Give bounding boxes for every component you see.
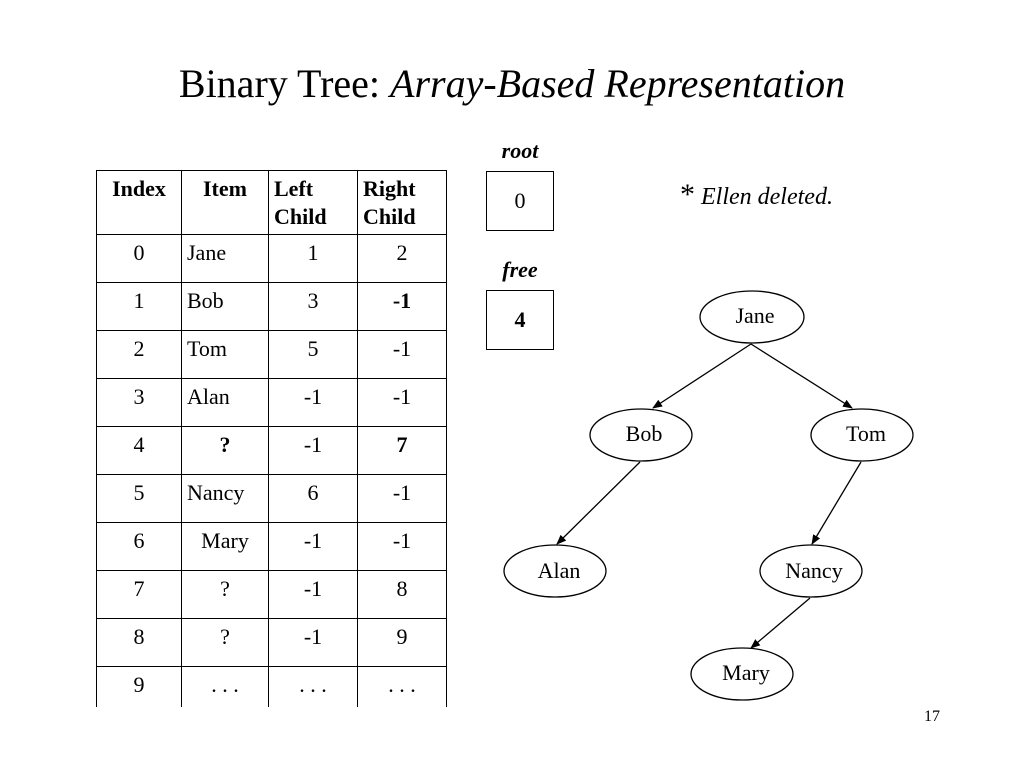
table-row: 5 Nancy 6 -1: [96, 474, 447, 523]
cell-right-child: 9: [357, 618, 447, 667]
cell-left-child: -1: [268, 618, 358, 667]
node-label-bob: Bob: [626, 421, 663, 446]
note-text: Ellen deleted.: [701, 184, 833, 210]
cell-item: ?: [181, 426, 269, 475]
edge-jane-bob: [652, 343, 752, 409]
edge-nancy-mary: [750, 597, 811, 649]
node-label-nancy: Nancy: [785, 558, 842, 583]
cell-right-child: . . .: [357, 666, 447, 707]
cell-item: . . .: [181, 666, 269, 707]
node-alan: Alan: [503, 544, 607, 598]
table-row: 2 Tom 5 -1: [96, 330, 447, 379]
cell-left-child: 1: [268, 234, 358, 283]
cell-item: Alan: [181, 378, 269, 427]
cell-right-child: 2: [357, 234, 447, 283]
free-box: 4: [486, 290, 554, 350]
node-nancy: Nancy: [759, 544, 863, 598]
cell-index: 2: [96, 330, 182, 379]
cell-right-child: -1: [357, 522, 447, 571]
node-jane: Jane: [699, 290, 805, 344]
cell-left-child: -1: [268, 378, 358, 427]
node-label-mary: Mary: [722, 660, 770, 685]
cell-item: Tom: [181, 330, 269, 379]
header-index: Index: [96, 170, 182, 235]
edge-bob-alan: [556, 461, 641, 545]
cell-left-child: . . .: [268, 666, 358, 707]
node-label-tom: Tom: [846, 421, 886, 446]
table-row: 3 Alan -1 -1: [96, 378, 447, 427]
cell-index: 9: [96, 666, 182, 707]
edge-tom-nancy: [811, 461, 862, 545]
table-row: 8 ? -1 9: [96, 618, 447, 667]
title-italic: Array-Based Representation: [390, 61, 846, 106]
cell-right-child: 7: [357, 426, 447, 475]
node-tom: Tom: [810, 408, 914, 462]
cell-item: ?: [181, 570, 269, 619]
free-label: free: [502, 257, 538, 282]
cell-item: Mary: [181, 522, 269, 571]
cell-index: 1: [96, 282, 182, 331]
cell-item: ?: [181, 618, 269, 667]
note-asterisk: *: [680, 178, 695, 211]
cell-right-child: -1: [357, 474, 447, 523]
root-label: root: [501, 138, 539, 163]
cell-index: 8: [96, 618, 182, 667]
table-row: 1 Bob 3 -1: [96, 282, 447, 331]
table-row: 6 Mary -1 -1: [96, 522, 447, 571]
edge-jane-tom: [750, 343, 853, 409]
cell-left-child: -1: [268, 570, 358, 619]
root-box: 0: [486, 171, 554, 231]
node-label-jane: Jane: [735, 303, 774, 328]
node-mary: Mary: [690, 647, 794, 701]
cell-item: Nancy: [181, 474, 269, 523]
title-main: Binary Tree:: [178, 61, 391, 106]
table-row: 9 . . . . . . . . .: [96, 666, 447, 707]
node-bob: Bob: [589, 408, 693, 462]
node-label-alan: Alan: [538, 558, 581, 583]
deletion-note: * Ellen deleted.: [680, 178, 833, 212]
cell-left-child: 3: [268, 282, 358, 331]
cell-right-child: -1: [357, 282, 447, 331]
page-number: 17: [924, 708, 940, 725]
cell-index: 0: [96, 234, 182, 283]
slide-title: Binary Tree: Array-Based Representation: [0, 58, 1024, 110]
